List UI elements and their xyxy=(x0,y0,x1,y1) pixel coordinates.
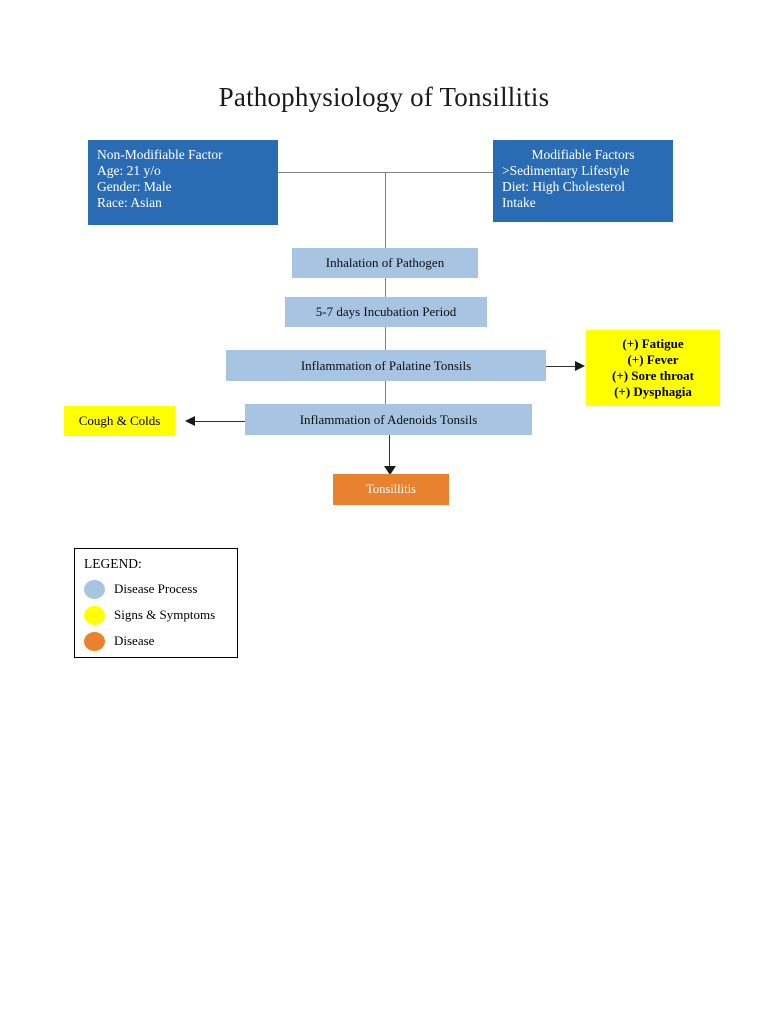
connector-adenoids-to-cough-colds xyxy=(195,421,245,422)
arrowhead-left-icon xyxy=(185,416,195,426)
non-modifiable-line-1: Non-Modifiable Factor xyxy=(97,147,223,162)
legend-label-signs-symptoms: Signs & Symptoms xyxy=(114,607,216,622)
non-modifiable-line-4: Race: Asian xyxy=(97,194,162,210)
node-incubation-period: 5-7 days Incubation Period xyxy=(285,297,487,327)
connector-palatine-to-adenoids xyxy=(385,381,386,404)
legend-title: LEGEND: xyxy=(84,556,142,571)
non-modifiable-line-3: Gender: Male xyxy=(97,178,172,194)
node-inflammation-adenoids-tonsils: Inflammation of Adenoids Tonsils xyxy=(245,404,532,435)
legend-item-disease: Disease xyxy=(84,628,237,654)
legend-swatch-disease-process-icon xyxy=(84,579,105,599)
node-cough-and-colds: Cough & Colds xyxy=(64,406,175,436)
symptom-line-3: (+) Sore throat xyxy=(611,368,695,383)
symptom-line-4: (+) Dysphagia xyxy=(614,384,692,400)
legend-panel: LEGEND: Disease Process Signs & Symptoms… xyxy=(74,548,238,658)
arrowhead-right-icon xyxy=(575,361,585,371)
node-inhalation-of-pathogen: Inhalation of Pathogen xyxy=(292,248,478,278)
node-non-modifiable-factor: Non-Modifiable Factor Age: 21 y/o Gender… xyxy=(88,140,278,225)
legend-item-disease-process: Disease Process xyxy=(84,576,237,602)
page-title: Pathophysiology of Tonsillitis xyxy=(218,82,550,112)
legend-swatch-disease-icon xyxy=(84,631,105,651)
node-tonsillitis: Tonsillitis xyxy=(333,474,449,505)
symptom-line-1: (+) Fatigue xyxy=(622,335,684,351)
connector-inhalation-to-incubation xyxy=(385,278,386,297)
node-modifiable-factors: Modifiable Factors >Sedimentary Lifestyl… xyxy=(493,140,673,222)
node-inflammation-palatine-tonsils: Inflammation of Palatine Tonsils xyxy=(226,350,546,381)
legend-label-disease-process: Disease Process xyxy=(114,581,198,596)
modifiable-line-3: Diet: High Cholesterol xyxy=(502,178,625,194)
connector-adenoids-to-tonsillitis xyxy=(389,435,390,470)
connector-palatine-to-symptoms xyxy=(546,366,576,367)
modifiable-line-2: >Sedimentary Lifestyle xyxy=(502,162,630,178)
modifiable-line-4: Intake xyxy=(502,194,536,210)
modifiable-line-1: Modifiable Factors xyxy=(531,147,635,162)
legend-item-signs-symptoms: Signs & Symptoms xyxy=(84,602,237,628)
legend-label-disease: Disease xyxy=(114,633,155,648)
symptom-line-2: (+) Fever xyxy=(627,351,679,367)
arrowhead-down-icon xyxy=(384,466,396,475)
connector-incubation-to-palatine xyxy=(385,327,386,350)
legend-swatch-signs-symptoms-icon xyxy=(84,605,105,625)
node-signs-symptoms: (+) Fatigue (+) Fever (+) Sore throat (+… xyxy=(586,330,720,406)
connector-junction-to-inhalation xyxy=(385,172,386,248)
non-modifiable-line-2: Age: 21 y/o xyxy=(97,162,161,178)
